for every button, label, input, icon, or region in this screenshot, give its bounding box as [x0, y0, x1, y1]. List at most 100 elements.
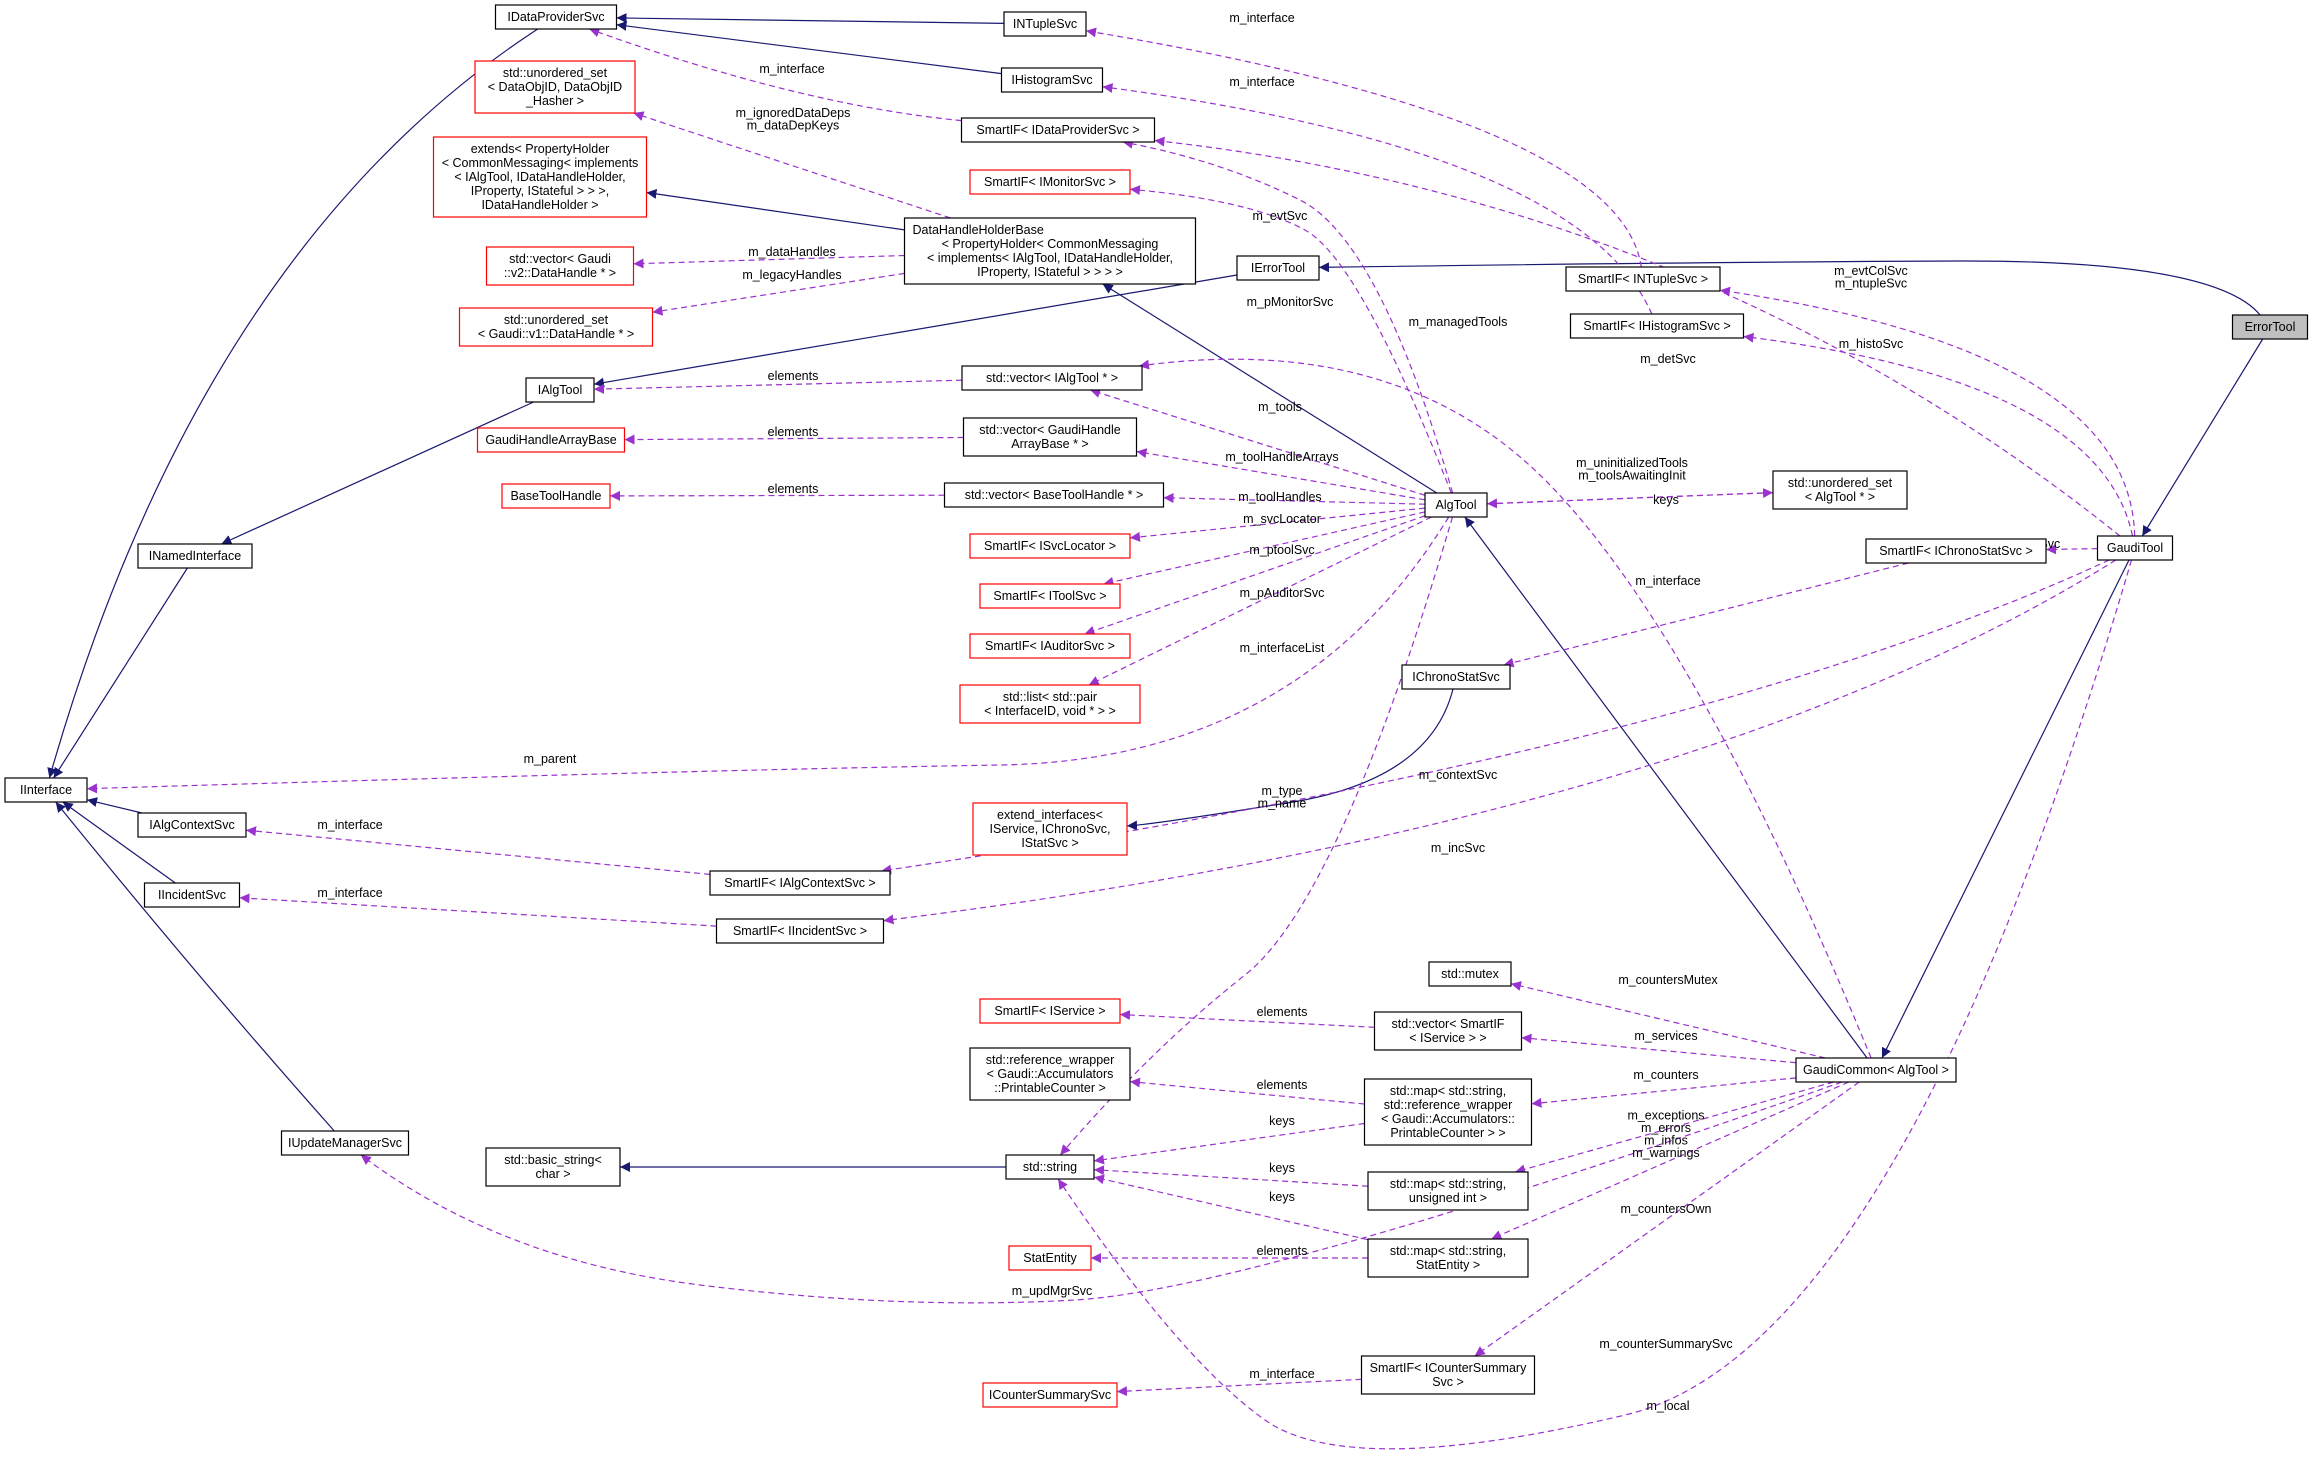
class-node-alg-tool[interactable]: AlgTool — [1424, 492, 1488, 518]
class-node-ihistogram-svc[interactable]: IHistogramSvc — [1000, 67, 1104, 93]
inheritance-edge-ierror-tool-to-ialg-tool — [593, 274, 1238, 388]
class-node-vec-smart-if-iservice[interactable]: std::vector< SmartIF< IService > > — [1373, 1011, 1523, 1051]
inheritance-edge-ihistogram-svc-to-idata-provider-svc — [616, 20, 1002, 75]
class-node-smart-if-iincident-svc[interactable]: SmartIF< IIncidentSvc > — [715, 918, 885, 944]
edge-path — [1318, 260, 2261, 316]
class-node-gaudi-tool[interactable]: GaudiTool — [2096, 535, 2174, 561]
edge-label: m_counterSummarySvc — [1599, 1337, 1732, 1351]
inheritance-edge-error-tool-to-ierror-tool — [1318, 260, 2261, 316]
class-node-std-mutex[interactable]: std::mutex — [1428, 961, 1512, 987]
class-node-data-handle-holder-base[interactable]: DataHandleHolderBase< PropertyHolder< Co… — [903, 217, 1197, 285]
class-node-smart-if-intuple-svc[interactable]: SmartIF< INTupleSvc > — [1565, 266, 1721, 292]
class-node-error-tool[interactable]: ErrorTool — [2231, 314, 2309, 340]
class-node-intuple-svc[interactable]: INTupleSvc — [1003, 11, 1087, 37]
node-label-line: std::vector< GaudiHandle — [979, 423, 1120, 437]
edge-labels-layer: m_interfacem_interfacem_interfacem_ignor… — [317, 11, 2060, 1413]
usage-edge-gaudi-common-to-vec-smart-if-iservice — [1521, 1033, 1797, 1064]
edge-label: m_countersOwn — [1620, 1202, 1711, 1216]
class-node-map-string-uint[interactable]: std::map< std::string,unsigned int > — [1367, 1171, 1529, 1211]
class-node-smart-if-itool-svc[interactable]: SmartIF< IToolSvc > — [979, 583, 1121, 609]
class-node-inamed-interface[interactable]: INamedInterface — [137, 543, 253, 569]
class-node-uset-v1-data-handle[interactable]: std::unordered_set< Gaudi::v1::DataHandl… — [458, 307, 654, 347]
class-node-smart-if-ichrono-stat-svc[interactable]: SmartIF< IChronoStatSvc > — [1865, 538, 2047, 564]
class-node-ierror-tool[interactable]: IErrorTool — [1236, 255, 1320, 281]
class-node-extends-ph[interactable]: extends< PropertyHolder< CommonMessaging… — [432, 136, 648, 218]
edge-path — [1116, 1378, 1362, 1397]
usage-edge-data-handle-holder-base-to-uset-data-obj-id — [633, 111, 951, 219]
node-box — [485, 246, 635, 286]
edge-label: keys — [1269, 1161, 1295, 1175]
class-node-smart-if-iauditor-svc[interactable]: SmartIF< IAuditorSvc > — [969, 633, 1131, 659]
class-node-basic-string[interactable]: std::basic_string<char > — [485, 1147, 621, 1187]
edge-label: m_interface — [1635, 574, 1700, 588]
class-node-vec-base-tool-handle[interactable]: std::vector< BaseToolHandle * > — [943, 482, 1165, 508]
edge-label: m_updMgrSvc — [1012, 1284, 1093, 1298]
edge-label-line: m_parent — [524, 752, 577, 766]
class-node-idata-provider-svc[interactable]: IDataProviderSvc — [494, 4, 618, 30]
node-box — [137, 543, 253, 569]
edge-label-line: keys — [1653, 493, 1679, 507]
edge-label-line: m_toolHandleArrays — [1225, 450, 1338, 464]
class-node-base-tool-handle[interactable]: BaseToolHandle — [501, 483, 611, 509]
class-node-vec-gaudi-handle-array-base[interactable]: std::vector< GaudiHandleArrayBase * > — [962, 417, 1138, 457]
edge-path — [1474, 1081, 1860, 1357]
class-node-smart-if-idata-provider-svc[interactable]: SmartIF< IDataProviderSvc > — [960, 117, 1156, 143]
class-node-ialg-tool[interactable]: IAlgTool — [525, 377, 595, 403]
node-box — [1373, 1011, 1523, 1051]
usage-edge-gaudi-common-to-smart-if-icounter-summary-svc — [1474, 1081, 1860, 1357]
edge-label: elements — [768, 369, 819, 383]
edge-label-line: m_contextSvc — [1419, 768, 1498, 782]
node-box — [1005, 1154, 1095, 1180]
node-label-line: IAlgContextSvc — [149, 818, 234, 832]
class-node-smart-if-ihistogram-svc[interactable]: SmartIF< IHistogramSvc > — [1569, 313, 1745, 339]
class-node-map-string-refwrap[interactable]: std::map< std::string,std::reference_wra… — [1363, 1078, 1533, 1146]
usage-edge-alg-tool-to-list-pair — [1088, 516, 1432, 686]
edge-path — [633, 111, 951, 219]
class-node-std-string[interactable]: std::string — [1005, 1154, 1095, 1180]
node-box — [1363, 1078, 1533, 1146]
class-node-ichrono-stat-svc[interactable]: IChronoStatSvc — [1401, 664, 1511, 690]
class-node-extend-interfaces[interactable]: extend_interfaces<IService, IChronoSvc,I… — [972, 802, 1128, 856]
edge-path — [1743, 332, 2134, 537]
class-node-iupdate-manager-svc[interactable]: IUpdateManagerSvc — [280, 1130, 410, 1156]
class-node-list-pair[interactable]: std::list< std::pair< InterfaceID, void … — [959, 684, 1141, 724]
class-node-smart-if-iservice[interactable]: SmartIF< IService > — [979, 998, 1121, 1024]
edge-label-line: m_interface — [1229, 11, 1294, 25]
edge-label: m_interfaceList — [1240, 641, 1325, 655]
node-box — [2231, 314, 2309, 340]
edge-label-line: elements — [1257, 1005, 1308, 1019]
class-node-iinterface[interactable]: IInterface — [4, 777, 88, 803]
edge-label: m_pMonitorSvc — [1247, 295, 1334, 309]
node-box — [969, 1047, 1131, 1101]
edge-label: m_interface — [1229, 11, 1294, 25]
class-node-smart-if-isvc-locator[interactable]: SmartIF< ISvcLocator > — [969, 533, 1131, 559]
class-node-gaudi-common[interactable]: GaudiCommon< AlgTool > — [1795, 1057, 1957, 1083]
class-node-smart-if-ialg-context-svc[interactable]: SmartIF< IAlgContextSvc > — [709, 870, 891, 896]
edge-path — [1129, 185, 1452, 494]
node-box — [1565, 266, 1721, 292]
class-node-gaudi-handle-array-base[interactable]: GaudiHandleArrayBase — [476, 427, 626, 453]
inheritance-edge-inamed-interface-to-iinterface — [53, 567, 188, 779]
class-node-uset-alg-tool[interactable]: std::unordered_set< AlgTool * > — [1772, 470, 1908, 510]
node-label-line: extends< PropertyHolder — [471, 142, 610, 156]
edge-path — [53, 567, 188, 779]
class-node-iincident-svc[interactable]: IIncidentSvc — [143, 882, 241, 908]
node-label-line: < Gaudi::Accumulators:: — [1381, 1112, 1515, 1126]
edge-path — [1719, 286, 2136, 537]
class-node-uset-data-obj-id[interactable]: std::unordered_set< DataObjID, DataObjID… — [474, 60, 636, 114]
class-node-stat-entity[interactable]: StatEntity — [1008, 1245, 1092, 1271]
node-label-line: < Gaudi::Accumulators — [987, 1067, 1114, 1081]
class-node-vec-v2-data-handle[interactable]: std::vector< Gaudi::v2::DataHandle * > — [485, 246, 635, 286]
edge-label-line: m_toolsAwaitingInit — [1578, 468, 1686, 482]
class-node-ialg-context-svc[interactable]: IAlgContextSvc — [137, 812, 247, 838]
class-node-map-string-stat-entity[interactable]: std::map< std::string,StatEntity > — [1367, 1238, 1529, 1278]
class-node-smart-if-icounter-summary-svc[interactable]: SmartIF< ICounterSummarySvc > — [1360, 1355, 1536, 1395]
class-node-icounter-summary-svc[interactable]: ICounterSummarySvc — [982, 1382, 1118, 1408]
class-node-smart-if-imonitor-svc[interactable]: SmartIF< IMonitorSvc > — [969, 169, 1131, 195]
class-node-vec-ialg-tool[interactable]: std::vector< IAlgTool * > — [961, 365, 1143, 391]
usage-edge-vec-smart-if-iservice-to-smart-if-iservice — [1119, 1010, 1375, 1028]
class-node-refwrap-pc[interactable]: std::reference_wrapper< Gaudi::Accumulat… — [969, 1047, 1131, 1101]
